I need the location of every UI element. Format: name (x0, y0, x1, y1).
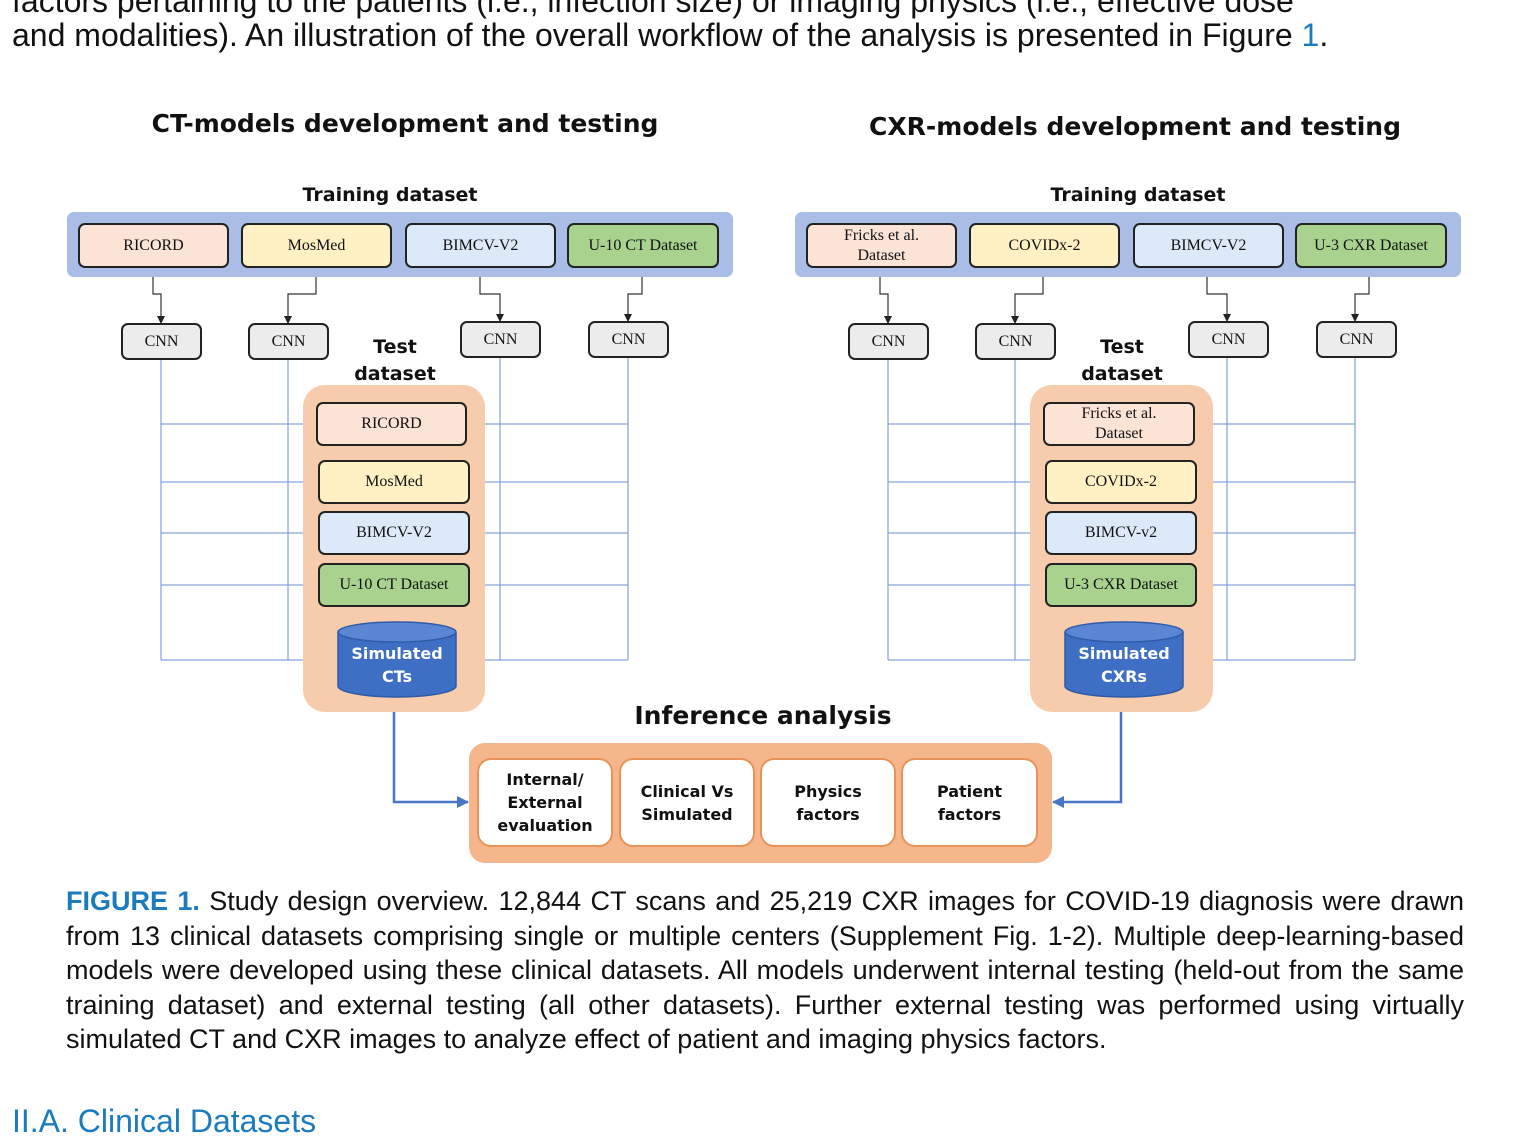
cxr-train-bimcv: BIMCV-V2 (1133, 223, 1284, 268)
figure-caption: FIGURE 1. Study design overview. 12,844 … (66, 884, 1464, 1057)
cxr-cnn-2: CNN (975, 323, 1056, 360)
ct-test-bimcv: BIMCV-V2 (318, 511, 470, 555)
inference-patient-factors: Patient factors (901, 758, 1038, 847)
ct-train-u10: U-10 CT Dataset (567, 223, 719, 268)
figure-caption-text: Study design overview. 12,844 CT scans a… (66, 886, 1464, 1054)
ct-simulated-database-icon (337, 621, 457, 698)
ct-train-bimcv: BIMCV-V2 (405, 223, 556, 268)
ct-test-label-line1: Test (373, 336, 417, 358)
ct-cnn-4: CNN (588, 321, 669, 358)
cxr-test-label-line1: Test (1100, 336, 1144, 358)
cxr-train-u3: U-3 CXR Dataset (1295, 223, 1447, 268)
cxr-train-to-cnn-1 (879, 268, 892, 324)
body-text-line-2-main: and modalities). An illustration of the … (12, 17, 1302, 53)
cxr-simulated-line2: CXRs (1101, 667, 1147, 686)
ct-cnn-2: CNN (248, 323, 329, 360)
ct-training-label: Training dataset (302, 184, 478, 206)
ct-simulated-line2: CTs (381, 667, 413, 686)
cxr-train-covidx: COVIDx-2 (969, 223, 1120, 268)
inference-internal-external: Internal/ External evaluation (477, 758, 613, 847)
ct-test-label: Test dataset (345, 334, 445, 388)
ct-test-u10: U-10 CT Dataset (318, 563, 470, 607)
inference-title: Inference analysis (634, 701, 892, 730)
cxr-test-bimcv: BIMCV-v2 (1045, 511, 1197, 555)
cxr-test-u3: U-3 CXR Dataset (1045, 563, 1197, 607)
cxr-train-to-cnn-3 (1206, 268, 1231, 322)
cxr-test-label-line2: dataset (1081, 363, 1163, 385)
cxr-cnn-3: CNN (1188, 321, 1269, 358)
ct-test-mosmed: MosMed (318, 460, 470, 504)
cxr-to-inference-arrow (1052, 712, 1123, 808)
cxr-test-label: Test dataset (1072, 334, 1172, 388)
ct-cnn-3: CNN (460, 321, 541, 358)
cxr-panel-title: CXR-models development and testing (869, 112, 1401, 141)
ct-simulated-line1: Simulated (351, 644, 443, 663)
ct-train-to-cnn-2 (284, 268, 317, 324)
cxr-cnn-1: CNN (848, 323, 929, 360)
ct-cnn-1: CNN (121, 323, 202, 360)
ct-train-mosmed: MosMed (241, 223, 392, 268)
inference-physics-factors: Physics factors (760, 758, 896, 847)
ct-panel-title: CT-models development and testing (151, 109, 659, 138)
ct-train-ricord: RICORD (78, 223, 229, 268)
cxr-test-covidx: COVIDx-2 (1045, 460, 1197, 504)
cxr-simulated-database-icon (1064, 621, 1184, 698)
inference-clinical-vs-simulated: Clinical Vs Simulated (619, 758, 755, 847)
connector-lines (152, 268, 1370, 808)
cxr-cnn-4: CNN (1316, 321, 1397, 358)
cxr-test-fricks: Fricks et al. Dataset (1043, 402, 1195, 446)
figure-reference-link[interactable]: 1 (1301, 17, 1320, 53)
body-text-line-2-end: . (1319, 17, 1329, 53)
body-text-line-1: factors pertaining to the patients (i.e.… (12, 0, 1294, 19)
ct-to-inference-arrow (392, 712, 469, 808)
figure-caption-label: FIGURE 1. (66, 886, 200, 916)
ct-train-to-cnn-3 (479, 268, 504, 322)
cxr-simulated-line1: Simulated (1078, 644, 1170, 663)
workflow-diagram (152, 268, 1370, 808)
ct-train-to-cnn-1 (152, 268, 165, 324)
ct-test-label-line2: dataset (354, 363, 436, 385)
ct-train-to-cnn-4 (624, 268, 643, 322)
cxr-train-to-cnn-2 (1011, 268, 1044, 324)
next-section-heading[interactable]: II.A. Clinical Datasets (12, 1103, 317, 1139)
cxr-train-fricks: Fricks et al. Dataset (806, 223, 957, 268)
cxr-train-to-cnn-4 (1351, 268, 1370, 322)
body-text-line-2: and modalities). An illustration of the … (12, 17, 1328, 53)
cxr-training-label: Training dataset (1050, 184, 1226, 206)
ct-test-ricord: RICORD (316, 402, 467, 446)
